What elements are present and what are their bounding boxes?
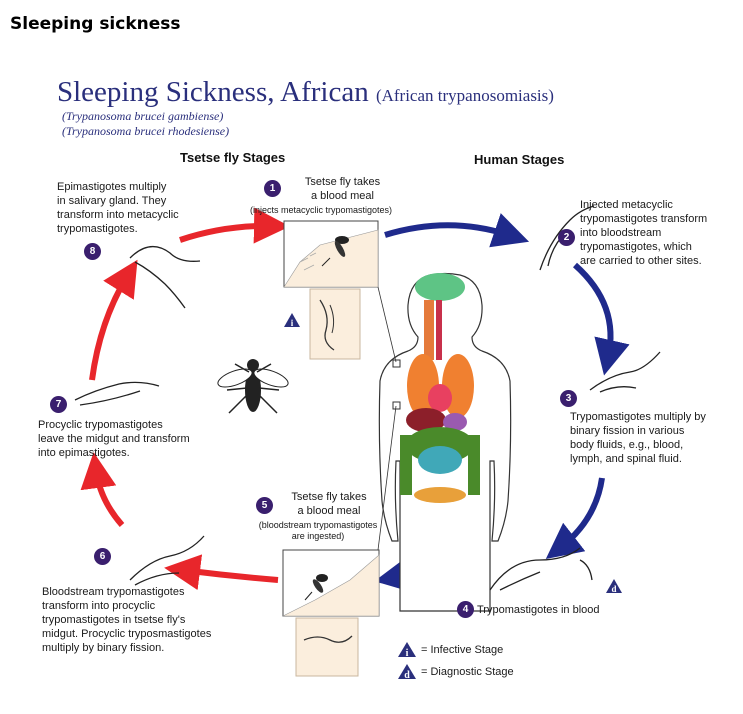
- step-1-badge: 1: [264, 180, 281, 197]
- step-7-badge: 7: [50, 396, 67, 413]
- infective-marker-letter: i: [291, 318, 294, 328]
- step-6-badge: 6: [94, 548, 111, 565]
- procyclic-7: [74, 381, 160, 406]
- step-2-text: Injected metacyclic trypomastigotes tran…: [580, 199, 708, 267]
- diagnostic-marker-letter: d: [611, 584, 616, 594]
- tsetse-stages-heading: Tsetse fly Stages: [180, 150, 286, 165]
- human-stages-heading: Human Stages: [474, 152, 565, 167]
- legend-infective: i = Infective Stage: [397, 641, 503, 658]
- trypomastigote-3: [589, 351, 661, 393]
- step-4-text: Trypomastigotes in blood: [477, 604, 600, 616]
- page-heading: Sleeping sickness: [10, 14, 181, 34]
- step-6-text: Bloodstream trypomastigotes transform in…: [42, 586, 212, 654]
- infective-legend-label: = Infective Stage: [421, 643, 504, 656]
- tsetse-fly-illustration: [217, 359, 289, 414]
- step-7-text: Procyclic trypomastigotes leave the midg…: [38, 419, 190, 459]
- diagram-title: Sleeping Sickness, African (African tryp…: [57, 76, 554, 109]
- title-main: Sleeping Sickness, African: [57, 76, 369, 108]
- infective-legend-letter: i: [406, 648, 409, 658]
- legend-diagnostic: d = Diagnostic Stage: [397, 663, 514, 680]
- arrow-1-to-2: [384, 213, 530, 248]
- blood-meal-panel-top: [283, 220, 379, 288]
- step-1-note: (injects metacyclic trypomastigotes): [250, 205, 393, 215]
- diagnostic-legend-icon: d: [398, 664, 416, 680]
- arrow-6-to-7: [80, 452, 125, 527]
- diagnostic-legend-letter: d: [404, 670, 410, 680]
- step-5-note: (bloodstream trypomastigotes are ingeste…: [258, 520, 378, 541]
- arrow-2-to-3: [573, 262, 630, 376]
- blood-meal-panel-bottom: [282, 549, 380, 617]
- infective-legend-icon: i: [398, 642, 416, 658]
- trypomastigote-panel-top: [309, 288, 361, 360]
- step-4-badge: 4: [457, 601, 474, 618]
- trypomastigote-panel-bottom: [295, 617, 359, 677]
- species-gambiense: (Trypanosoma brucei gambiense): [62, 109, 224, 123]
- step-1-text: Tsetse fly takes a blood meal: [304, 176, 381, 202]
- epimastigote-8: [129, 246, 201, 309]
- trypomastigote-4: [489, 547, 593, 591]
- arrow-5-to-6: [164, 554, 279, 591]
- step-3-badge: 3: [560, 390, 577, 407]
- human-body: [377, 272, 512, 612]
- step-8-text: Epimastigotes multiply in salivary gland…: [57, 181, 179, 235]
- arrow-8-to-1: [179, 207, 290, 244]
- step-3-text: Trypomastigotes multiply by binary fissi…: [570, 411, 706, 465]
- step-2-badge: 2: [558, 229, 575, 246]
- step-8-badge: 8: [84, 243, 101, 260]
- step-5-badge: 5: [256, 497, 273, 514]
- infective-stage-marker: i: [284, 313, 300, 328]
- arrow-3-to-4: [545, 477, 605, 560]
- diagnostic-legend-label: = Diagnostic Stage: [421, 665, 514, 678]
- arrow-7-to-8: [89, 259, 138, 381]
- step-5-text: Tsetse fly takes a blood meal: [291, 491, 367, 517]
- procyclic-6: [129, 535, 205, 586]
- title-sub: (African trypanosomiasis): [375, 86, 554, 105]
- diagnostic-stage-marker: d: [606, 579, 622, 594]
- species-rhodesiense: (Trypanosoma brucei rhodesiense): [62, 124, 230, 138]
